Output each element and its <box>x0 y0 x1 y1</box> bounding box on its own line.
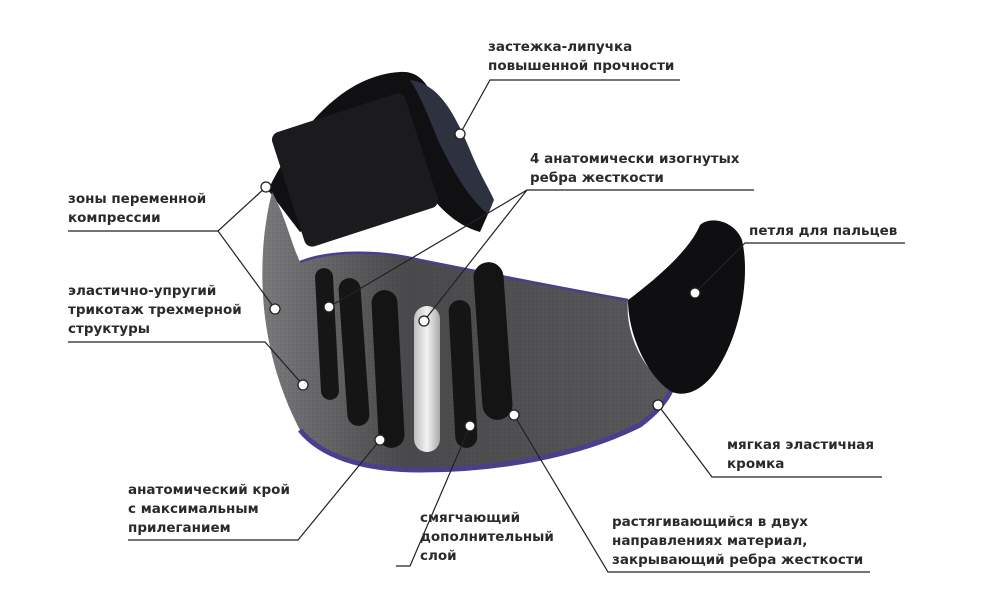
rib <box>371 290 405 448</box>
soft-edge <box>298 387 675 473</box>
leader-knit <box>68 341 304 386</box>
callout-dot <box>297 379 309 391</box>
callout-dot <box>260 181 272 193</box>
finger-loop <box>628 220 745 394</box>
leader-stretch <box>513 414 870 573</box>
leader-lines <box>68 79 905 573</box>
label-stretch: растягивающийся в двух направлениях мате… <box>612 514 864 568</box>
callout-dot <box>269 303 281 315</box>
callout-dot <box>374 434 386 446</box>
label-knit: эластично-упругий трикотаж трехмерной ст… <box>68 283 242 337</box>
leader-loop <box>694 242 905 294</box>
leader-soft <box>396 425 471 567</box>
leader-zones-2 <box>217 230 276 310</box>
leader-velcro <box>459 79 680 135</box>
callout-dot <box>652 399 664 411</box>
label-cut: анатомический крой с максимальным прилег… <box>128 482 290 536</box>
label-edge: мягкая эластичная кромка <box>727 437 875 472</box>
rib <box>315 268 339 400</box>
rib <box>338 278 370 426</box>
label-soft: смягчающий дополнительный слой <box>420 510 554 564</box>
rib <box>473 262 513 420</box>
callout-dot <box>418 315 430 327</box>
leader-ribs-2 <box>423 189 528 322</box>
callout-dot <box>689 287 701 299</box>
velcro-strap-inner <box>410 80 494 214</box>
leader-cut <box>128 439 381 541</box>
leader-edge <box>657 404 882 478</box>
soft-edge-top <box>299 251 629 302</box>
rib-light <box>414 306 440 452</box>
label-ribs: 4 анатомически изогнутых ребра жесткости <box>530 151 740 186</box>
callout-dot <box>508 409 520 421</box>
label-loop: петля для пальцев <box>749 223 898 239</box>
label-zones: зоны переменной компрессии <box>68 191 207 226</box>
callout-dot <box>323 301 335 313</box>
rib <box>448 300 478 448</box>
callout-dot <box>454 128 466 140</box>
velcro-patch <box>271 93 439 247</box>
label-velcro: застежка-липучка повышенной прочности <box>488 39 675 74</box>
callout-dot <box>464 420 476 432</box>
